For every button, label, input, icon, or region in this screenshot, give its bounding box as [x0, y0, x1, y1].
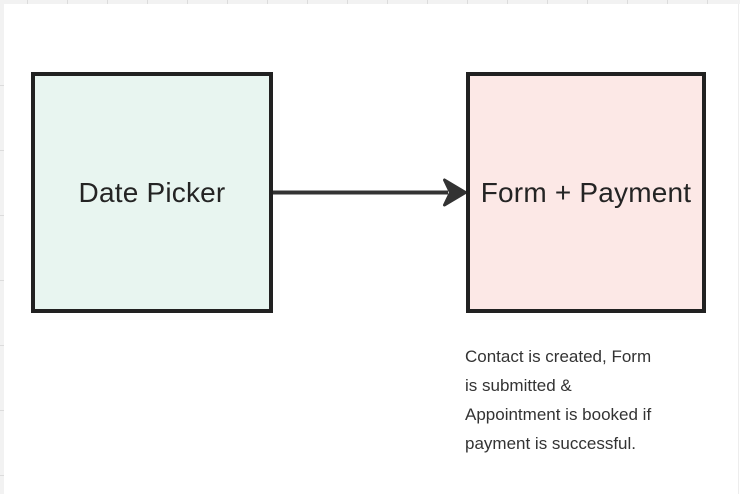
node-date-picker-label: Date Picker — [78, 176, 226, 208]
canvas-grid-left — [0, 0, 4, 494]
canvas-grid-top — [0, 0, 740, 4]
caption-text: Contact is created, Form is submitted & … — [465, 347, 652, 453]
node-form-payment-label: Form + Payment — [480, 176, 692, 208]
canvas-grid-right — [738, 4, 739, 494]
node-form-payment[interactable]: Form + Payment — [466, 72, 706, 313]
connector-arrow[interactable] — [272, 175, 468, 210]
node-date-picker[interactable]: Date Picker — [31, 72, 273, 313]
arrowhead-icon — [443, 178, 467, 207]
